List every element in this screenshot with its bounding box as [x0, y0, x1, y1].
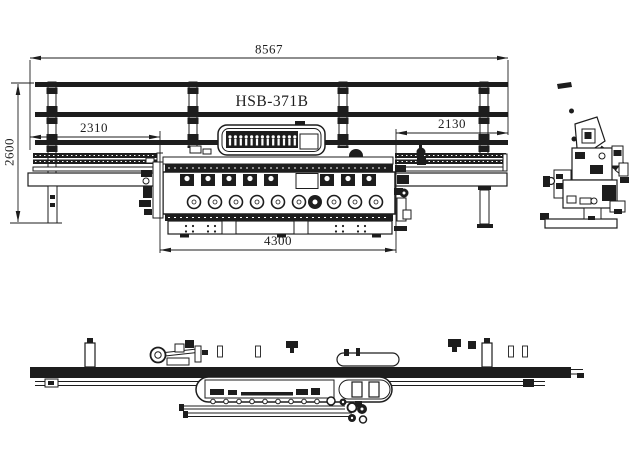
dim-outfeed-length: 2130 — [395, 116, 508, 253]
machine-right-unit — [394, 165, 412, 231]
table-leg-left — [44, 185, 62, 224]
plan-back-rail — [217, 339, 528, 358]
dim-overall-height: 2600 — [2, 82, 46, 224]
dim-machine-length-value: 4300 — [264, 233, 292, 248]
dim-infeed-length: 2310 — [30, 120, 161, 253]
side-elevation-view — [540, 82, 629, 229]
dim-overall-length: 8567 — [29, 42, 509, 150]
spindle-wheels — [186, 194, 384, 210]
table-leg-right — [477, 186, 493, 228]
dim-overall-length-value: 8567 — [255, 42, 283, 57]
dim-overall-height-value: 2600 — [2, 138, 17, 166]
dim-machine-length: 4300 — [160, 233, 396, 253]
display-screen — [299, 133, 319, 150]
plan-view — [30, 338, 584, 424]
dim-outfeed-length-value: 2130 — [438, 116, 466, 131]
plan-roller-row — [210, 396, 347, 406]
conveyor-left — [32, 152, 165, 172]
plan-main-bar — [30, 367, 584, 378]
side-base — [540, 213, 618, 229]
side-machine-body — [543, 145, 629, 220]
plan-post-right — [481, 338, 493, 368]
conveyor-right — [394, 145, 508, 172]
dim-infeed-length-value: 2310 — [80, 120, 108, 135]
plan-clamp-assembly — [149, 340, 208, 366]
plan-machine-body — [195, 348, 400, 406]
plan-pipes — [179, 401, 368, 424]
plan-post-left — [84, 338, 96, 368]
machine-left-unit — [139, 157, 164, 219]
dimension-annotations: 8567 2600 2310 2130 — [2, 42, 509, 253]
conveyor-clamp — [416, 145, 426, 165]
machine-body-front — [139, 145, 412, 238]
spindle-motors — [180, 173, 376, 189]
model-label: HSB-371B — [236, 93, 309, 110]
front-elevation-view — [27, 81, 508, 238]
control-panel — [217, 121, 326, 156]
